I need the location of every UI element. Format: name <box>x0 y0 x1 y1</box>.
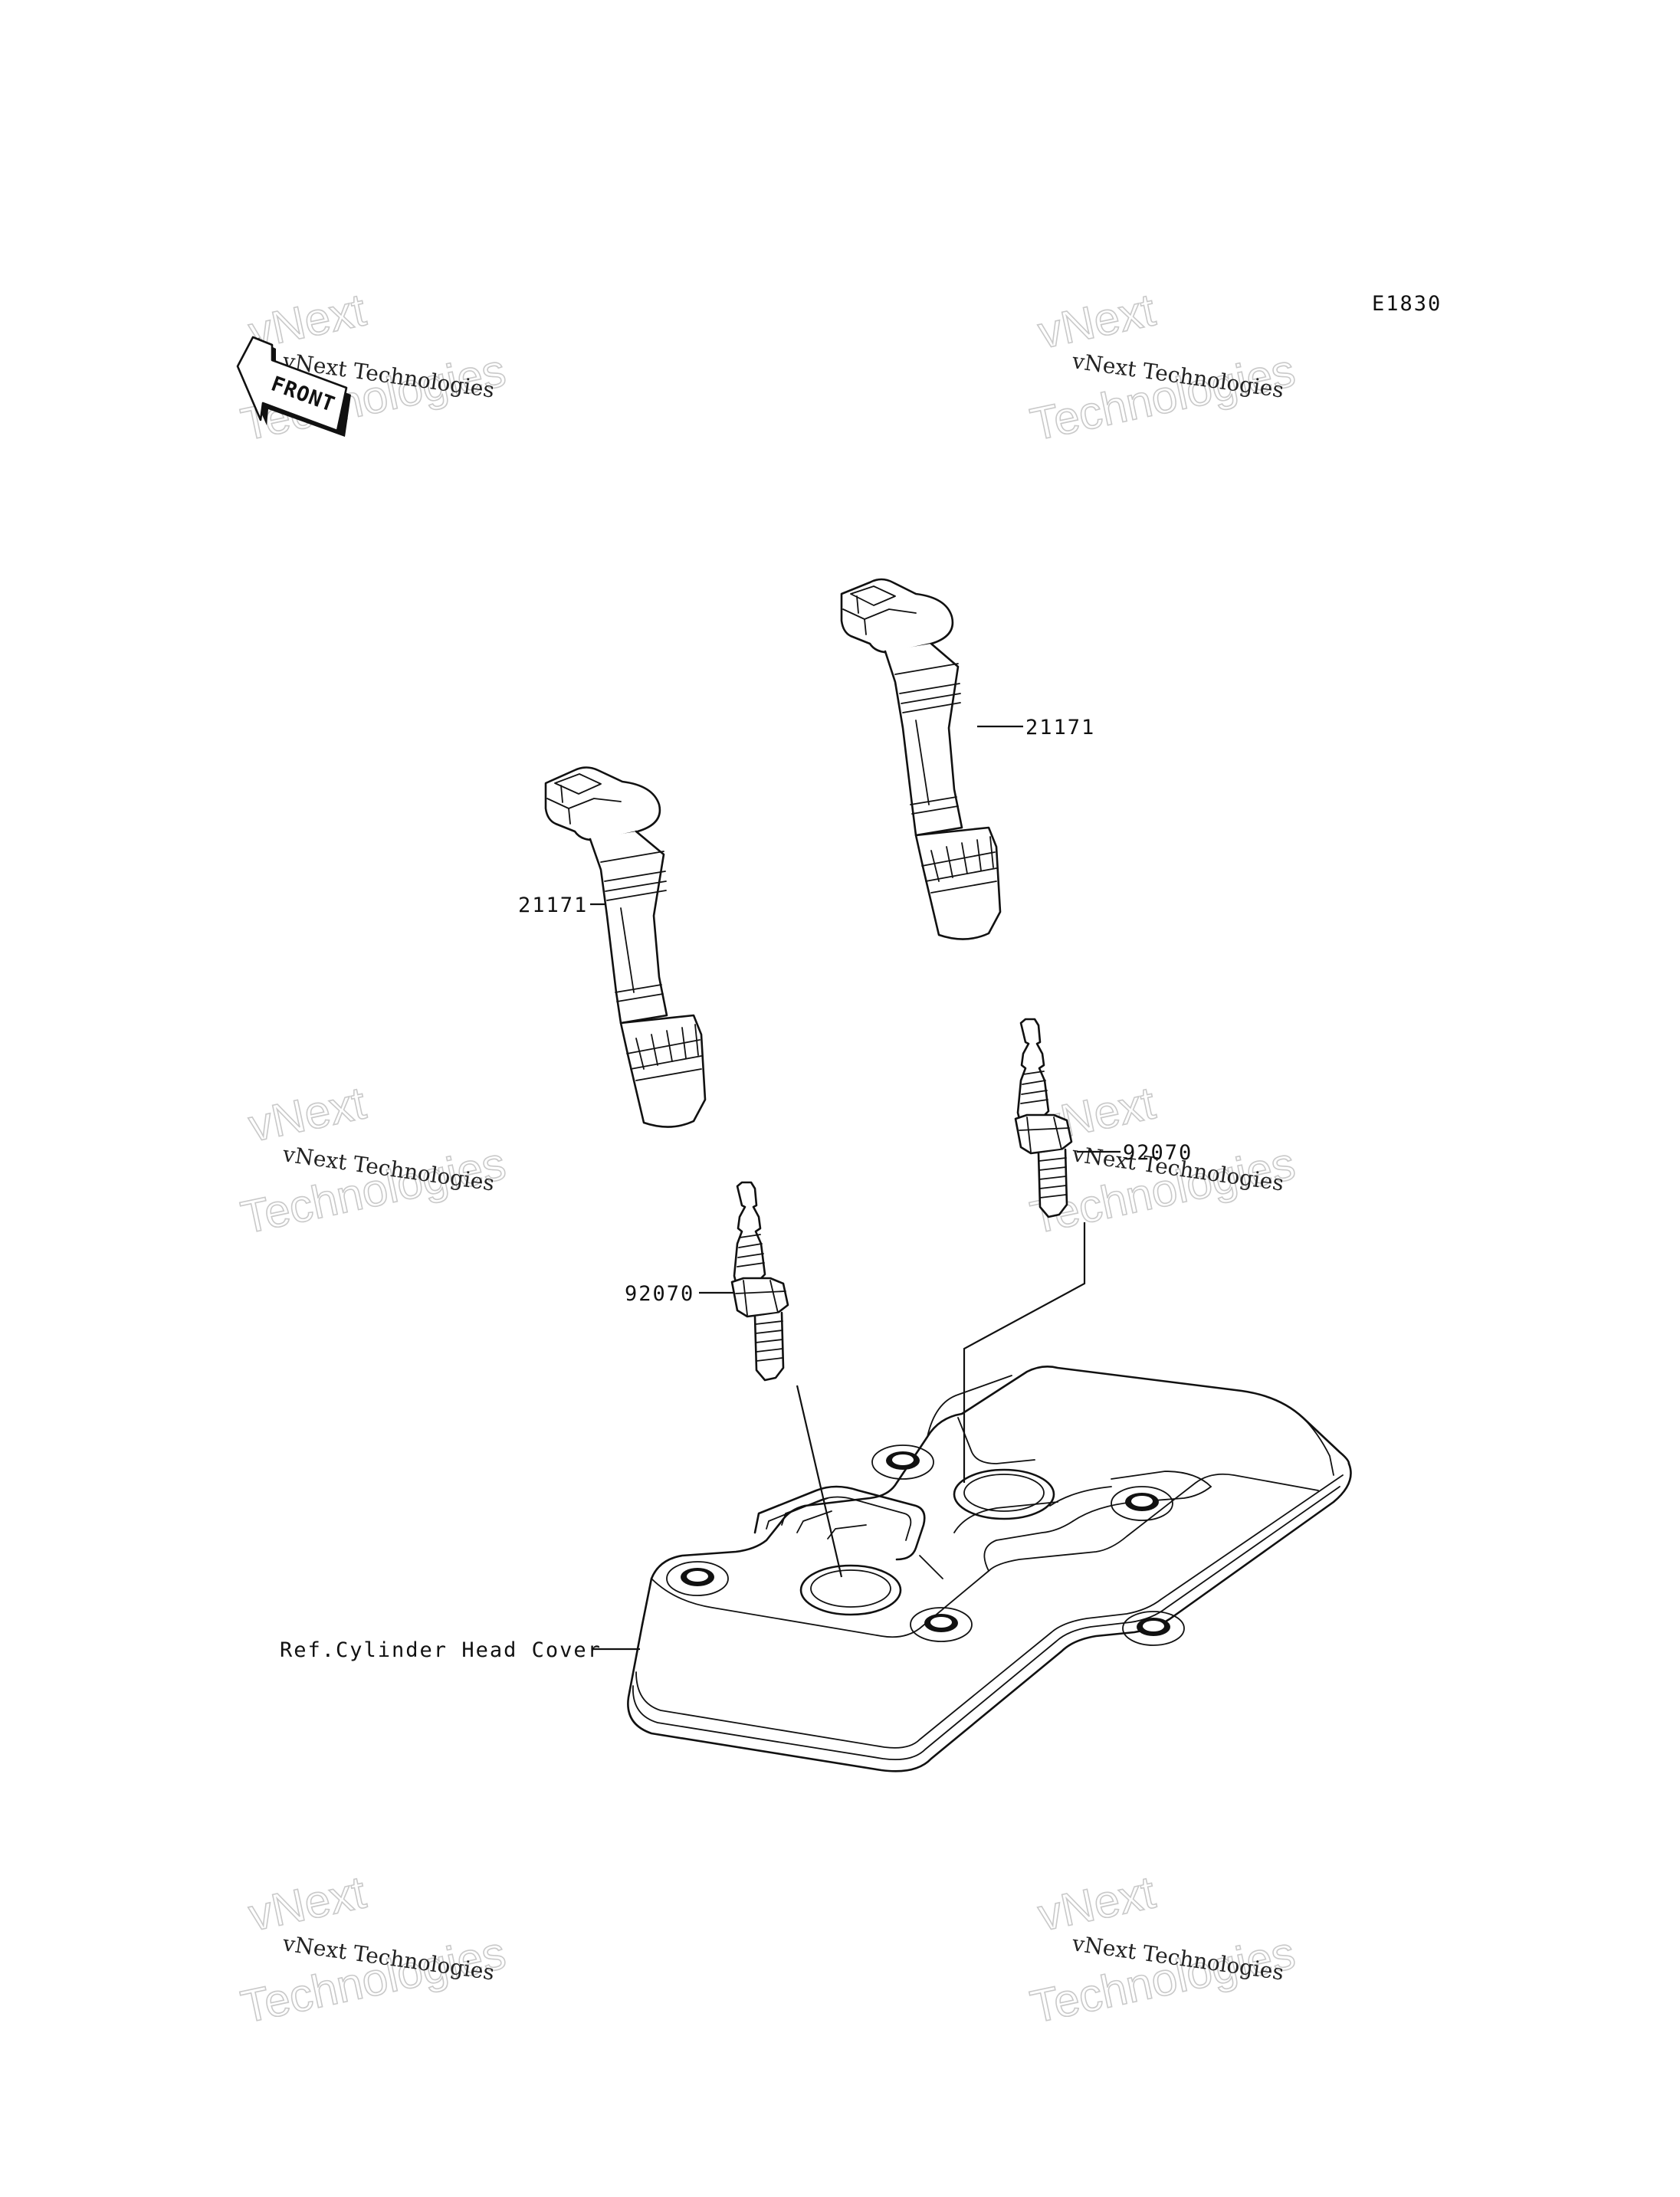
watermark-top-right: vNext Technologies vNext Technologies <box>1025 283 1300 451</box>
watermark-big-1: vNext <box>244 1077 370 1151</box>
bolt-boss <box>871 1444 934 1480</box>
bolt-boss <box>910 1607 973 1642</box>
ignition-coil-rear <box>840 578 1002 940</box>
watermark-bottom-right: vNext Technologies vNext Technologies <box>1025 1865 1300 2033</box>
watermark-mid-left: vNext Technologies vNext Technologies <box>236 1076 510 1244</box>
spark-plug-rear <box>1014 1018 1073 1218</box>
watermark-big-1: vNext <box>1034 1866 1160 1940</box>
part-number-21171-rear: 21171 <box>1025 716 1095 739</box>
ignition-coil-front <box>544 766 707 1128</box>
watermark-big-1: vNext <box>244 1866 370 1940</box>
plug-hole-rear <box>953 1468 1055 1520</box>
bolt-boss <box>666 1561 729 1596</box>
plug-hole-front <box>799 1564 902 1616</box>
diagram-code: E1830 <box>1372 292 1442 316</box>
spark-plug-front <box>730 1181 789 1382</box>
bolt-boss <box>1111 1486 1173 1521</box>
watermark-bottom-left: vNext Technologies vNext Technologies <box>236 1865 510 2033</box>
front-arrow-icon: FRONT <box>236 336 351 437</box>
leader-lines <box>590 725 1121 1651</box>
part-number-92070-front: 92070 <box>625 1282 694 1306</box>
bolt-boss <box>1122 1611 1185 1646</box>
part-number-92070-rear: 92070 <box>1123 1141 1193 1165</box>
part-number-21171-front: 21171 <box>518 894 588 917</box>
cylinder-head-cover <box>627 1366 1352 1772</box>
watermark-big-1: vNext <box>1034 284 1160 358</box>
reference-label: Ref.Cylinder Head Cover <box>280 1638 602 1662</box>
